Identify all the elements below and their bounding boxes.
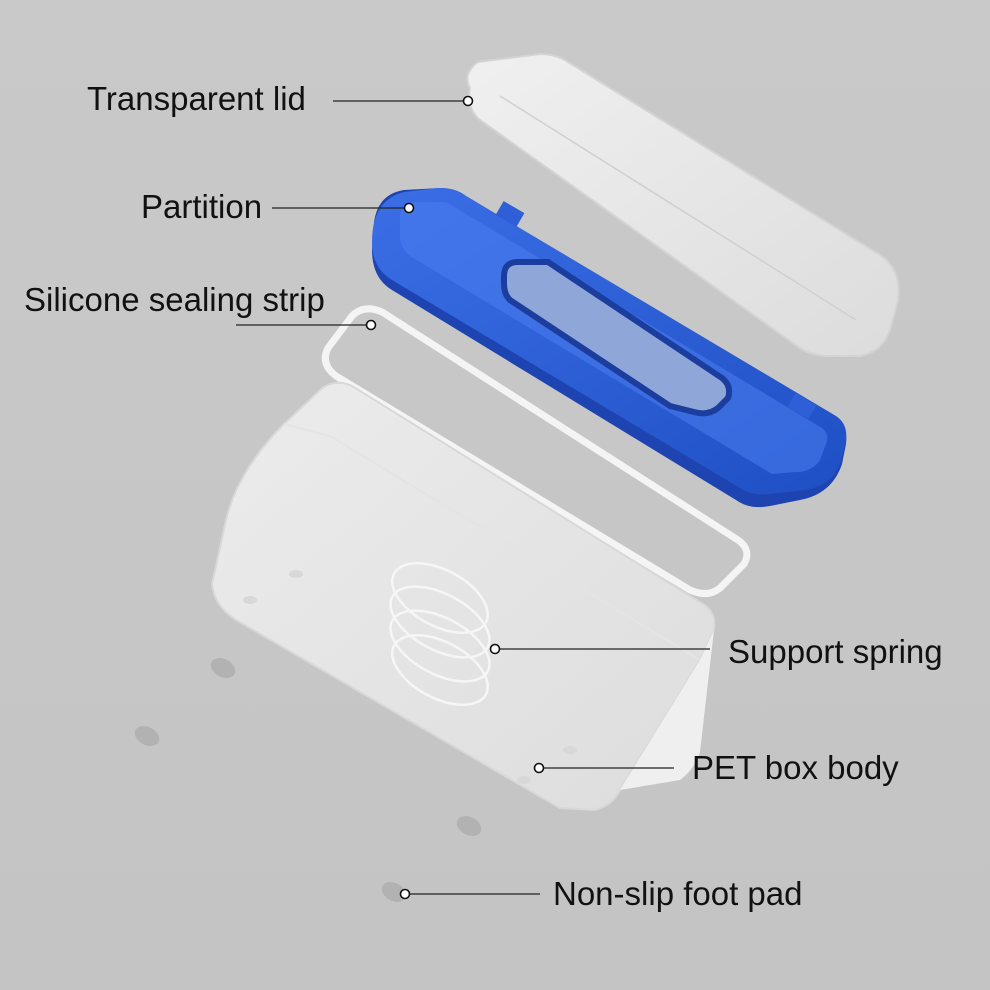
leader-dots: [365, 95, 545, 900]
dot-lid: [462, 95, 474, 107]
partition-part: [372, 188, 847, 508]
dot-pad: [399, 888, 411, 900]
dot-spring: [489, 643, 501, 655]
leader-lines: [236, 100, 710, 895]
label-pet-box-body: PET box body: [692, 749, 899, 786]
pet-box-body-part: [210, 381, 716, 812]
dot-partition: [403, 202, 415, 214]
dot-body: [533, 762, 545, 774]
label-transparent-lid: Transparent lid: [87, 80, 306, 117]
support-spring-coils: [389, 562, 491, 706]
silicone-sealing-strip-part: [321, 305, 751, 597]
dot-strip: [365, 319, 377, 331]
transparent-lid-part: [466, 52, 900, 357]
label-partition: Partition: [141, 188, 263, 225]
non-slip-foot-pads: [134, 657, 482, 903]
label-non-slip-foot-pad: Non-slip foot pad: [553, 875, 803, 912]
label-silicone-sealing-strip: Silicone sealing strip: [24, 281, 325, 318]
label-support-spring: Support spring: [728, 633, 943, 670]
